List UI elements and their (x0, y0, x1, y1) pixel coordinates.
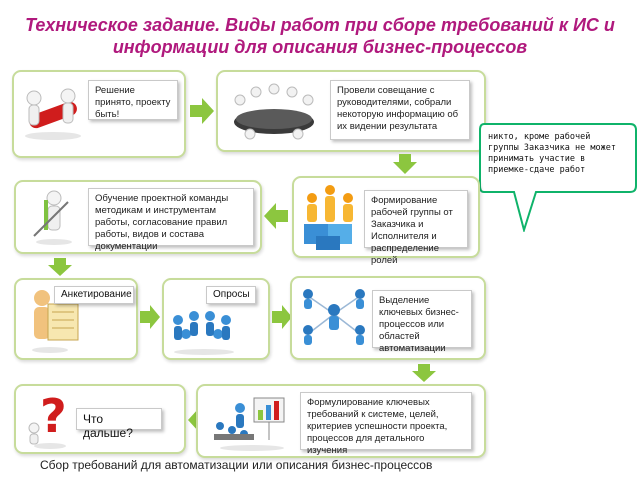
step-decision-note: Решение принято, проекту быть! (88, 80, 178, 120)
arrow-right-icon (140, 305, 160, 329)
network-people-icon (303, 289, 365, 345)
people-pushing-icon (25, 88, 81, 140)
svg-text:?: ? (40, 389, 67, 443)
puzzle-team-icon (304, 185, 353, 250)
arrow-down-icon (48, 258, 72, 276)
callout-text: никто, кроме рабочей группы Заказчика не… (488, 132, 616, 175)
arrow-left-icon (264, 203, 288, 229)
meeting-table-icon (234, 83, 314, 140)
page-title: Техническое задание. Виды работ при сбор… (25, 15, 615, 57)
footer-caption: Сбор требований для автоматизации или оп… (40, 458, 433, 472)
step-working-group-note: Формирование рабочей группы от Заказчика… (364, 190, 468, 266)
arrow-down-icon (412, 364, 436, 382)
step-training-note: Обучение проектной команды методикам и и… (88, 188, 254, 252)
arrow-down-icon (393, 154, 417, 174)
callout-bubble (479, 123, 637, 232)
step-meeting-note: Провели совещание с руководителями, собр… (330, 80, 470, 140)
step-whats-next-label: Что дальше? (76, 408, 162, 440)
step-key-processes-note: Выделение ключевых бизнес-процессов или … (372, 290, 472, 354)
clipboard-person-icon (32, 290, 79, 353)
teacher-icon (33, 190, 72, 245)
step-polls-label: Опросы (206, 286, 256, 304)
step-requirements-note: Формулирование ключевых требований к сис… (300, 392, 472, 456)
step-survey-label: Анкетирование (54, 286, 134, 304)
arrow-right-icon (190, 98, 214, 124)
arrow-right-icon (272, 305, 292, 329)
presentation-icon (214, 397, 285, 451)
question-mark-icon: ? (28, 389, 67, 449)
audience-icon (173, 311, 234, 355)
